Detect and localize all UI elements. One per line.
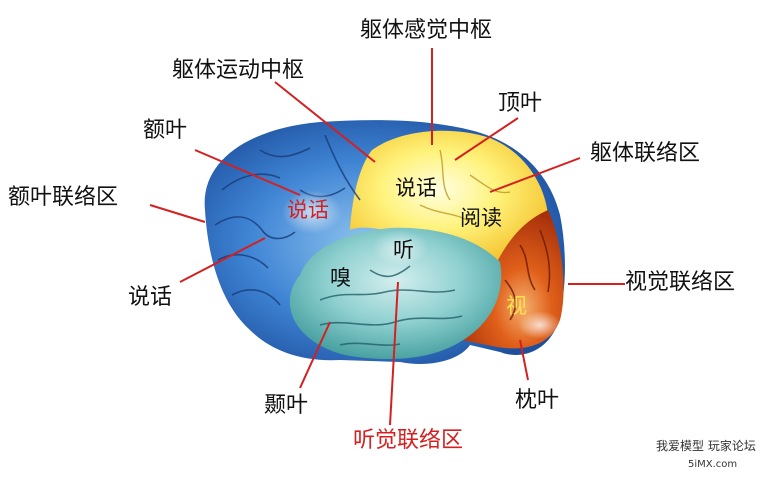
label-somatomotor-center: 躯体运动中枢 [172,58,305,83]
region-speech-frontal: 说话 [287,198,329,222]
region-reading: 阅读 [460,206,502,230]
leader-lines [149,48,625,426]
label-auditory-association-area: 听觉联络区 [353,428,464,453]
frontal-gyri [214,134,361,306]
watermark-line2: 5iMX.com [688,459,738,470]
hearing-glow [372,230,428,266]
label-somatic-association-area: 躯体联络区 [590,141,701,166]
label-speech-left: 说话 [128,285,173,310]
parietal-gyri [419,149,511,223]
label-visual-association-area: 视觉联络区 [625,270,736,295]
watermark-line1: 我爱模型 玩家论坛 [656,439,756,453]
label-temporal-lobe: 颞叶 [264,393,309,418]
occipital-gyri [504,229,551,321]
label-parietal-lobe: 顶叶 [498,91,543,116]
region-smell: 嗅 [330,266,351,290]
region-hearing: 听 [393,238,414,262]
region-vision: 视 [506,294,527,318]
vision-glow [518,311,562,339]
label-frontal-association-area: 额叶联络区 [8,185,119,210]
label-somatosensory-center: 躯体感觉中枢 [360,18,493,43]
label-occipital-lobe: 枕叶 [515,388,560,413]
speech-frontal-glow [282,190,342,234]
temporal-lobe-region [289,227,502,360]
region-speech-parietal: 说话 [395,176,437,200]
label-frontal-lobe: 额叶 [143,118,188,143]
